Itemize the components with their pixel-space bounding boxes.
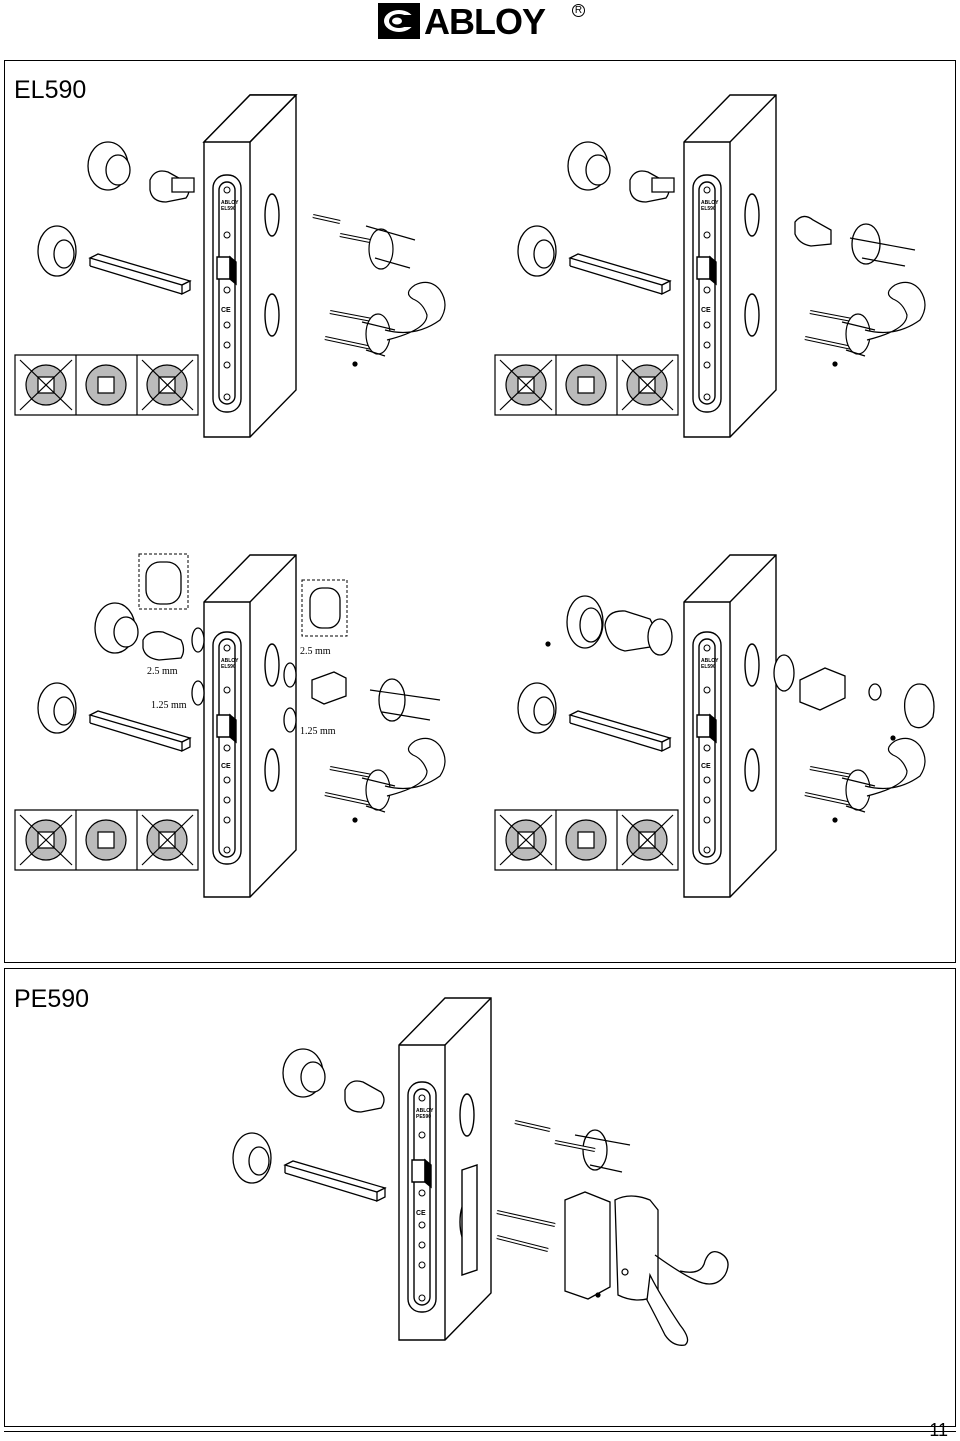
ce-mark-icon: CE	[221, 307, 231, 314]
ce-mark-icon: CE	[416, 1210, 426, 1217]
section-title-el590: EL590	[14, 76, 87, 104]
abloy-logo: ABLOY R	[377, 1, 585, 42]
abloy-logo-icon	[378, 3, 420, 39]
dimension-label: 1.25 mm	[151, 700, 187, 711]
spindle-section-row-1	[15, 355, 198, 415]
dimension-label: 2.5 mm	[147, 666, 178, 677]
registered-mark: R	[572, 4, 585, 17]
brand-name: ABLOY	[424, 1, 546, 42]
spindle-section-row-2	[495, 355, 678, 415]
faceplate-model: EL590	[701, 206, 716, 212]
ce-mark-icon: CE	[701, 307, 711, 314]
faceplate-brand: ABLOY	[701, 658, 719, 664]
spindle-section-row-4	[495, 810, 678, 870]
faceplate-brand: ABLOY	[221, 200, 239, 206]
section-title-pe590: PE590	[14, 985, 90, 1013]
spindle-section-row-3	[15, 810, 198, 870]
faceplate-model: EL590	[701, 664, 716, 670]
pe590-panel: PE590	[4, 968, 956, 1427]
faceplate-brand: ABLOY	[416, 1108, 434, 1114]
ce-mark-icon: CE	[701, 763, 711, 770]
footer-divider	[4, 1431, 956, 1432]
dimension-label: 1.25 mm	[300, 726, 336, 737]
faceplate-model: EL590	[221, 206, 236, 212]
faceplate-brand: ABLOY	[701, 200, 719, 206]
el590-panel: EL590	[4, 60, 956, 963]
faceplate-brand: ABLOY	[221, 658, 239, 664]
faceplate-model: EL590	[221, 664, 236, 670]
page-number: 11	[929, 1420, 948, 1440]
faceplate-model: PE590	[416, 1114, 431, 1120]
ce-mark-icon: CE	[221, 763, 231, 770]
dimension-label: 2.5 mm	[300, 646, 331, 657]
